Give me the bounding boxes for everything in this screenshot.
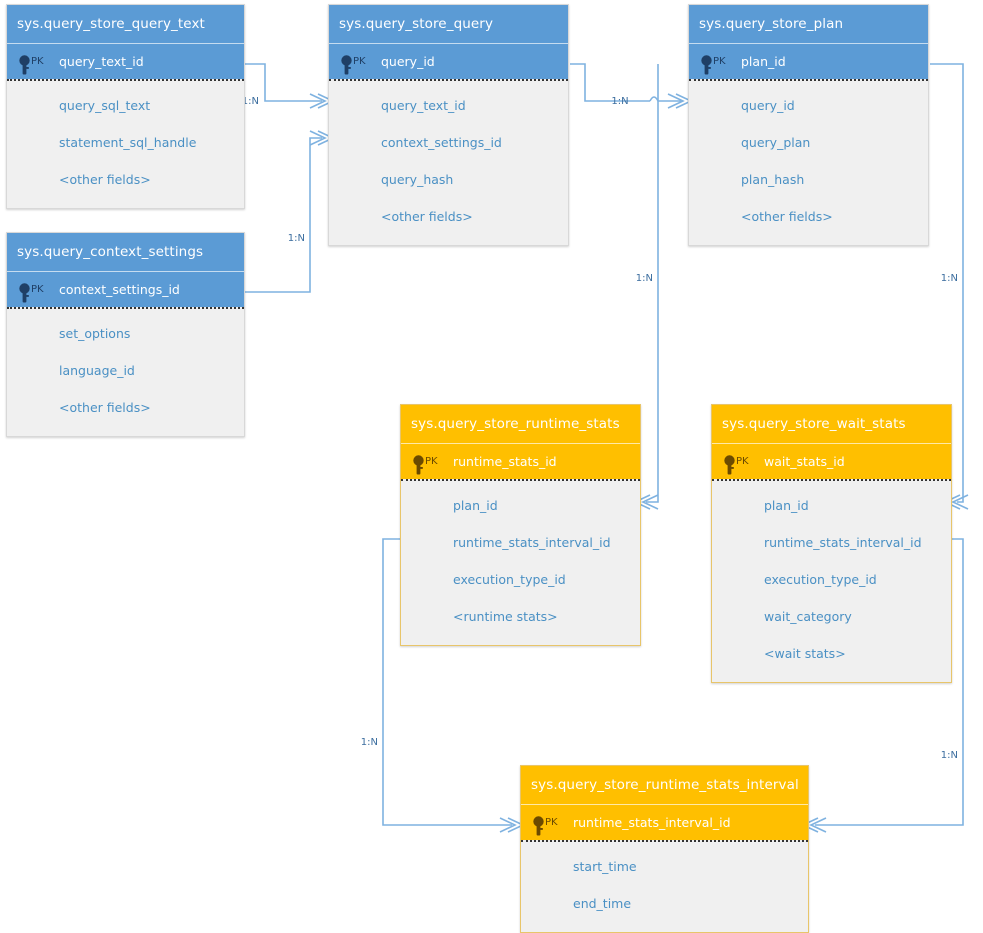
relationship-label: 1:N bbox=[361, 737, 378, 748]
entity-title: sys.query_store_runtime_stats bbox=[401, 405, 640, 443]
entity-field: query_plan bbox=[741, 135, 811, 150]
pk-badge: PK bbox=[713, 56, 726, 67]
primary-key-field: wait_stats_id bbox=[764, 454, 845, 469]
entity-field: <other fields> bbox=[741, 209, 833, 224]
entity-field: context_settings_id bbox=[381, 135, 502, 150]
entity-primary-key-row: PK context_settings_id bbox=[7, 271, 244, 307]
relationship-context-settings-to-query: 1:N bbox=[245, 130, 335, 293]
entity-field: end_time bbox=[573, 896, 632, 911]
entity-field: plan_id bbox=[764, 498, 809, 513]
entity-field: <other fields> bbox=[381, 209, 473, 224]
entity-field-list: plan_id runtime_stats_interval_id execut… bbox=[401, 479, 640, 645]
entity-primary-key-row: PK runtime_stats_interval_id bbox=[521, 804, 808, 840]
entity-field: plan_id bbox=[453, 498, 498, 513]
entity-query-store-query[interactable]: sys.query_store_query PK query_id query_… bbox=[328, 4, 569, 246]
entity-field: plan_hash bbox=[741, 172, 805, 187]
entity-query-store-query-text[interactable]: sys.query_store_query_text PK query_text… bbox=[6, 4, 245, 209]
entity-title: sys.query_store_query_text bbox=[7, 5, 244, 43]
key-icon bbox=[532, 813, 545, 836]
entity-primary-key-row: PK query_text_id bbox=[7, 43, 244, 79]
entity-query-context-settings[interactable]: sys.query_context_settings PK context_se… bbox=[6, 232, 245, 437]
relationship-query-to-plan: 1:N bbox=[570, 63, 693, 109]
entity-field: query_sql_text bbox=[59, 98, 151, 113]
pk-badge: PK bbox=[545, 817, 558, 828]
pk-badge: PK bbox=[353, 56, 366, 67]
entity-field-list: query_id query_plan plan_hash <other fie… bbox=[689, 79, 928, 245]
entity-field-list: query_sql_text statement_sql_handle <oth… bbox=[7, 79, 244, 208]
entity-field: <wait stats> bbox=[764, 646, 846, 661]
entity-primary-key-row: PK plan_id bbox=[689, 43, 928, 79]
entity-field: query_text_id bbox=[381, 98, 466, 113]
entity-field-list: query_text_id context_settings_id query_… bbox=[329, 79, 568, 245]
relationship-label: 1:N bbox=[288, 233, 305, 244]
relationship-label: 1:N bbox=[941, 273, 958, 284]
entity-field: set_options bbox=[59, 326, 131, 341]
entity-field: statement_sql_handle bbox=[59, 135, 197, 150]
entity-field: wait_category bbox=[764, 609, 852, 624]
entity-title: sys.query_store_query bbox=[329, 5, 568, 43]
entity-field: runtime_stats_interval_id bbox=[764, 535, 922, 550]
entity-field: runtime_stats_interval_id bbox=[453, 535, 611, 550]
relationship-label: 1:N bbox=[636, 273, 653, 284]
relationship-query-text-to-query: 1:N bbox=[242, 63, 335, 109]
primary-key-field: runtime_stats_id bbox=[453, 454, 557, 469]
key-icon bbox=[700, 52, 713, 75]
key-icon bbox=[723, 452, 736, 475]
entity-field-list: start_time end_time bbox=[521, 840, 808, 932]
pk-badge: PK bbox=[31, 284, 44, 295]
entity-field: <other fields> bbox=[59, 172, 151, 187]
relationship-label: 1:N bbox=[242, 96, 259, 107]
entity-field: <other fields> bbox=[59, 400, 151, 415]
relationship-label: 1:N bbox=[941, 750, 958, 761]
key-icon bbox=[18, 52, 31, 75]
entity-query-store-runtime-stats[interactable]: sys.query_store_runtime_stats PK runtime… bbox=[400, 404, 641, 646]
entity-query-store-runtime-stats-interval[interactable]: sys.query_store_runtime_stats_interval P… bbox=[520, 765, 809, 933]
entity-title: sys.query_store_runtime_stats_interval bbox=[521, 766, 808, 804]
entity-field: query_hash bbox=[381, 172, 454, 187]
key-icon bbox=[412, 452, 425, 475]
pk-badge: PK bbox=[425, 456, 438, 467]
entity-query-store-plan[interactable]: sys.query_store_plan PK plan_id query_id… bbox=[688, 4, 929, 246]
entity-title: sys.query_context_settings bbox=[7, 233, 244, 271]
entity-primary-key-row: PK wait_stats_id bbox=[712, 443, 951, 479]
entity-field-list: set_options language_id <other fields> bbox=[7, 307, 244, 436]
primary-key-field: query_text_id bbox=[59, 54, 144, 69]
relationship-label: 1:N bbox=[611, 96, 628, 107]
primary-key-field: context_settings_id bbox=[59, 282, 180, 297]
entity-primary-key-row: PK runtime_stats_id bbox=[401, 443, 640, 479]
primary-key-field: query_id bbox=[381, 54, 435, 69]
entity-title: sys.query_store_wait_stats bbox=[712, 405, 951, 443]
entity-title: sys.query_store_plan bbox=[689, 5, 928, 43]
entity-field: query_id bbox=[741, 98, 795, 113]
entity-field: execution_type_id bbox=[764, 572, 877, 587]
entity-field: execution_type_id bbox=[453, 572, 566, 587]
key-icon bbox=[340, 52, 353, 75]
pk-badge: PK bbox=[736, 456, 749, 467]
entity-field: start_time bbox=[573, 859, 637, 874]
entity-field: <runtime stats> bbox=[453, 609, 558, 624]
primary-key-field: runtime_stats_interval_id bbox=[573, 815, 731, 830]
key-icon bbox=[18, 280, 31, 303]
entity-field: language_id bbox=[59, 363, 135, 378]
entity-primary-key-row: PK query_id bbox=[329, 43, 568, 79]
pk-badge: PK bbox=[31, 56, 44, 67]
entity-field-list: plan_id runtime_stats_interval_id execut… bbox=[712, 479, 951, 682]
primary-key-field: plan_id bbox=[741, 54, 786, 69]
entity-query-store-wait-stats[interactable]: sys.query_store_wait_stats PK wait_stats… bbox=[711, 404, 952, 683]
